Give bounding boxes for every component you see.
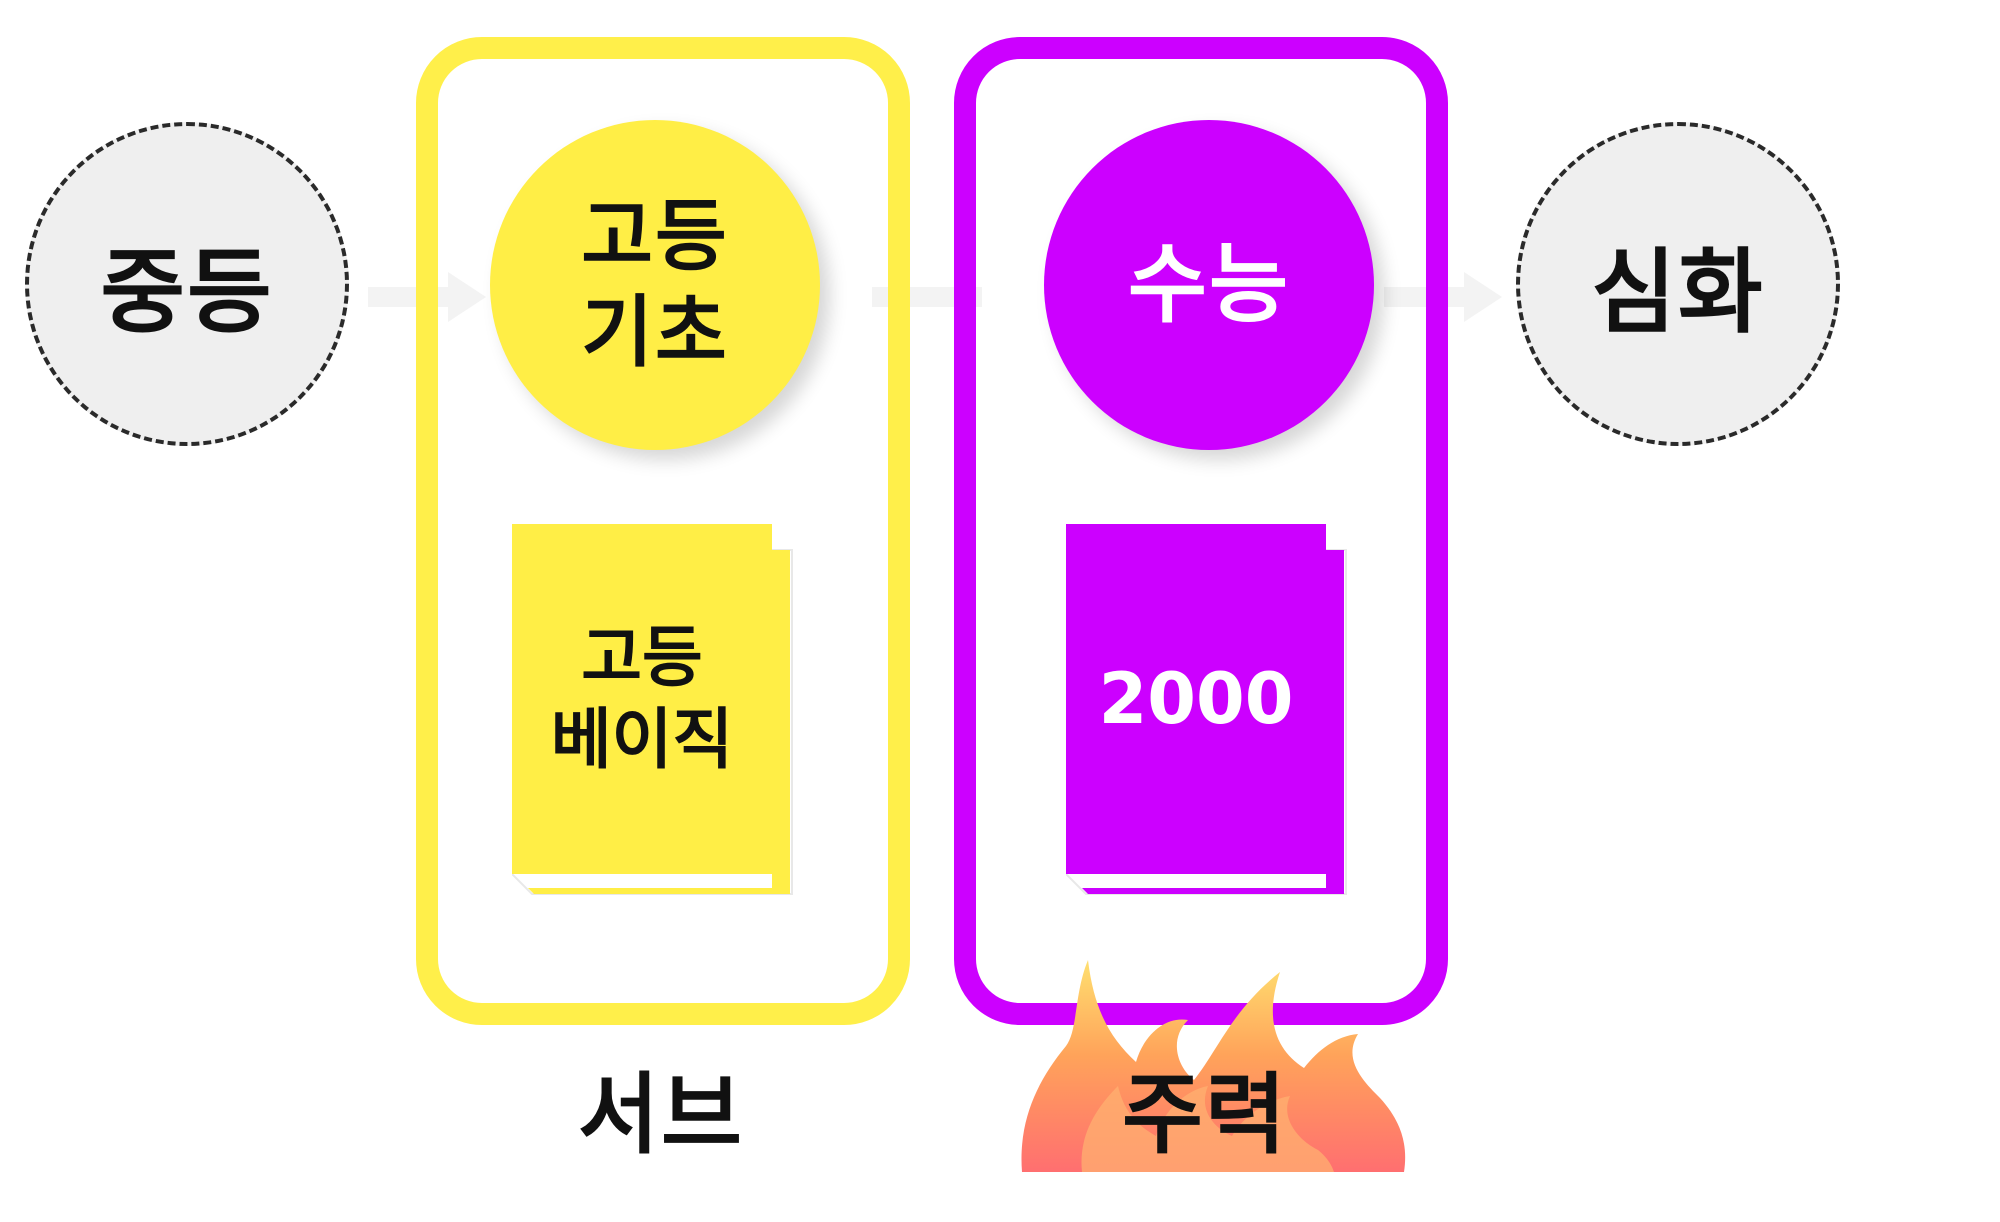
purple-book-title: 2000: [1098, 658, 1294, 740]
csat-label: 수능: [1127, 235, 1291, 335]
yellow-book-title-line2: 베이직: [550, 701, 734, 778]
stage-middle-school: 중등: [25, 122, 349, 446]
stage-high-school-basic: 고등 기초: [490, 120, 820, 450]
flame-icon: [1021, 960, 1406, 1172]
purple-book-icon: [1066, 524, 1347, 895]
stage-advanced: 심화: [1516, 122, 1840, 446]
yellow-book-title-line1: 고등: [581, 619, 703, 696]
stage-middle-school-label: 중등: [100, 238, 274, 346]
yellow-column-footer: 서브: [578, 1063, 744, 1166]
high-school-basic-line1: 고등: [581, 192, 729, 282]
high-school-basic-line2: 기초: [581, 288, 729, 378]
yellow-column-frame: [416, 37, 910, 1025]
purple-book-cover: 2000: [1066, 524, 1326, 874]
yellow-book-icon: [512, 524, 793, 895]
purple-column-footer: 주력: [1122, 1063, 1288, 1166]
stage-csat: 수능: [1044, 120, 1374, 450]
stage-advanced-label: 심화: [1591, 238, 1765, 346]
yellow-book-cover: 고등 베이직: [512, 524, 772, 874]
